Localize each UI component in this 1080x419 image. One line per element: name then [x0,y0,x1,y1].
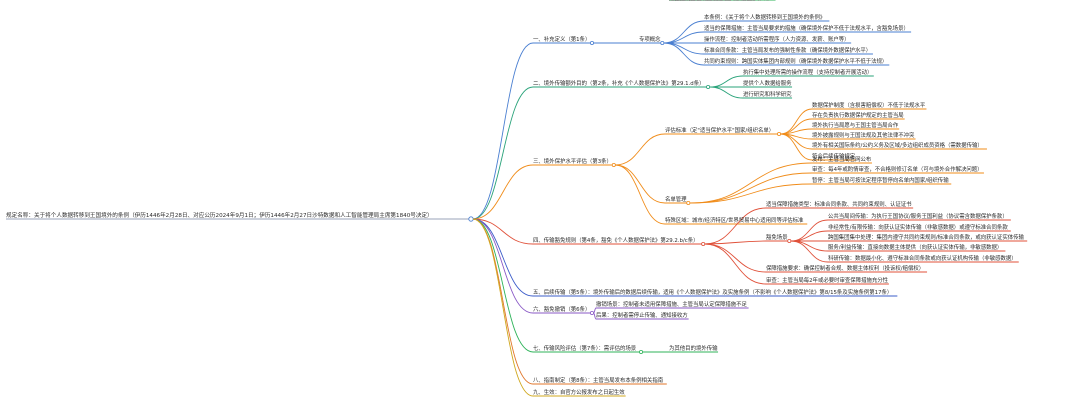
child-connector [593,312,597,320]
child-node[interactable]: 评估标准（定"适当保护水平"国家/组织名单） [665,126,774,134]
child-connector [704,243,767,273]
leaf-node[interactable]: 科研传输：数据最小化、遵守标准合同条款或向获认证机构传输（非敏感数据） [828,254,1017,262]
leaf-node[interactable]: 境外有相关国际条约/公约义务及区域/多边组织成员资格（需数据传输） [812,141,983,149]
leaf-node[interactable]: 境外披露规则与王国法规及其他法律不冲突 [812,131,915,139]
child-node[interactable]: 执行集中处理所需的操作流程（支持控制者开展活动） [743,68,872,76]
branch-connector [472,218,534,397]
branch-connector [472,218,534,385]
child-connector [709,86,744,99]
leaf-node[interactable]: 审查：每4年或酌情审查，不合格则修订名单（可与境外合作解决问题） [812,165,983,173]
child-connector [615,164,666,225]
leaf-node[interactable]: 跨国集团集中处理：集团内遵守共同约束规则/标准合同条款，或向获认证实体传输 [828,233,1024,241]
leaf-node[interactable]: 适当的保障措施：主管当局要求的措施（确保境外保护不低于法规水平，含豁免场景） [704,24,909,32]
branch-collapse-handle[interactable] [701,241,706,246]
child-node[interactable]: 非豁免场景下确保数据最小化的措施 [669,0,756,2]
leaf-node[interactable]: 标准合同条款：主管当局发布的强制性条款（确保境外数据保护水平） [704,46,871,54]
branch-connector [472,86,534,220]
branch-collapse-handle[interactable] [611,162,616,167]
branch-node[interactable]: 八、指南制定（第8条）：主管当局发布本条例相关指南 [533,376,664,384]
leaf-node[interactable]: 共同约束规则：跨国实体集团内部规则（确保境外数据保护水平不低于法规） [704,57,887,65]
branch-node[interactable]: 五、后续传输（第5条）：境外传输后的数据后续传输，适用《个人数据保护法》及实施条… [533,288,892,296]
branch-node[interactable]: 四、传输豁免规则（第4条，豁免《个人数据保护法》第29.2.b/c条） [533,236,699,244]
branch-node[interactable]: 七、传输风险评估（第7条）：需评估的场景 [533,344,637,352]
branch-connector [472,218,534,353]
branch-collapse-handle[interactable] [706,85,711,90]
root-collapse-handle[interactable] [468,216,474,222]
leaf-connector [663,42,705,55]
child-node[interactable]: 依第4条豁免传输 [669,0,711,2]
child-collapse-handle[interactable] [686,200,691,205]
leaf-connector [689,162,813,204]
leaf-node[interactable]: 发布：主管当局官网公布 [812,155,872,163]
child-node[interactable]: 后果：控制者需停止传输、通知接收方 [596,311,688,319]
branch-collapse-handle[interactable] [590,41,595,46]
child-node[interactable]: 专项概念 [639,35,661,43]
branch-node[interactable]: 九、生效：自官方公报发布之日起生效 [533,388,625,396]
child-node[interactable]: 持续/大规模传输敏感数据 [669,0,731,2]
child-node[interactable]: 适当保障措施类型：标准合同条款、共同约束规则、认证证书 [766,200,912,208]
leaf-connector [689,183,813,204]
child-node[interactable]: 特殊区域：城市/经济特区/世界贸易中心适用同等评估标准 [665,216,804,224]
leaf-connector [780,108,813,135]
child-node[interactable]: 风险应对措施（授予/限制对数据主体影响） [669,0,773,2]
leaf-node[interactable]: 暂停：主管当局可按法定程序暂停向名单内国家/组织传输 [812,176,949,184]
leaf-connector [663,31,705,44]
leaf-connector [790,240,829,263]
leaf-node[interactable]: 非经常性/有限传输：向获认证实体传输（非敏感数据）或遵守标准合同条款 [828,223,1008,231]
child-node[interactable]: 为其他目的境外传输 [669,344,718,352]
leaf-connector [790,240,829,252]
branch-collapse-handle[interactable] [590,310,595,315]
child-node[interactable]: 撤销场景：控制者未适用保障措施、主管当局认定保障措施不足 [596,300,748,308]
leaf-node[interactable]: 境外执行当局愿与王国主管当局合作 [812,121,899,129]
child-collapse-handle[interactable] [660,41,665,46]
branch-collapse-handle[interactable] [639,349,644,354]
branch-node[interactable]: 二、境外传输额外目的（第2条，补充《个人数据保护法》第29.1.d条） [533,79,705,87]
leaf-connector [689,172,813,204]
leaf-node[interactable]: 操作流程：控制者活动所需程序（人力资源、发薪、账户等） [704,35,850,43]
branch-node[interactable]: 一、补充定义（第1条） [533,35,590,43]
child-collapse-handle[interactable] [787,238,792,243]
child-connector [704,240,767,245]
leaf-connector [780,133,813,161]
child-collapse-handle[interactable] [777,131,782,136]
child-node[interactable]: 豁免场景 [766,233,788,241]
child-node[interactable]: 提供个人数据给服务 [743,79,792,87]
leaf-node[interactable]: 数据保护制度（含损害赔偿权）不低于法规水平 [812,101,926,109]
leaf-node[interactable]: 存在负责执行数据保护规定的主管当局 [812,111,904,119]
leaf-node[interactable]: 公共当局间传输：为执行王国协议/服务王国利益（协议需含数据保护条款） [828,212,1008,220]
root-node[interactable]: 规定名称：关于将个人数据转移到王国境外的条例（伊历1446年2月28日、对应公历… [6,211,433,219]
branch-connector [472,164,534,220]
leaf-connector [790,230,829,242]
child-node[interactable]: 进行研究和科学研究 [743,90,792,98]
child-node[interactable]: 名单管理 [665,195,687,203]
child-connector [704,207,767,245]
branch-connector [472,218,534,245]
branch-node[interactable]: 三、境外保护水平评估（第3条） [533,157,612,165]
leaf-node[interactable]: 符合后续传输规定 [812,152,856,160]
leaf-node[interactable]: 服务/利益传输：直接向数据主体提供（向获认证实体传输，非敏感数据） [828,243,1002,251]
child-node[interactable]: 审查：主管当局每2年或必要时审查保障措施充分性 [766,276,889,284]
child-connector [615,133,666,166]
leaf-node[interactable]: 本条例：《关于将个人数据转移到王国境外的条例》 [704,13,825,21]
child-connector [704,243,767,285]
connector-lines [6,0,1028,397]
branch-connector [472,218,534,314]
child-connector [709,75,744,88]
branch-node[interactable]: 六、豁免撤销（第6条） [533,305,590,313]
node-labels: 规定名称：关于将个人数据转移到王国境外的条例（伊历1446年2月28日、对应公历… [6,0,1024,396]
branch-connector [472,42,534,220]
child-node[interactable]: 保障措施要求：确保控制者合规、数据主体权利（投诉权/赔偿权） [766,264,924,272]
child-connector [615,164,666,204]
leaf-connector [663,42,705,66]
